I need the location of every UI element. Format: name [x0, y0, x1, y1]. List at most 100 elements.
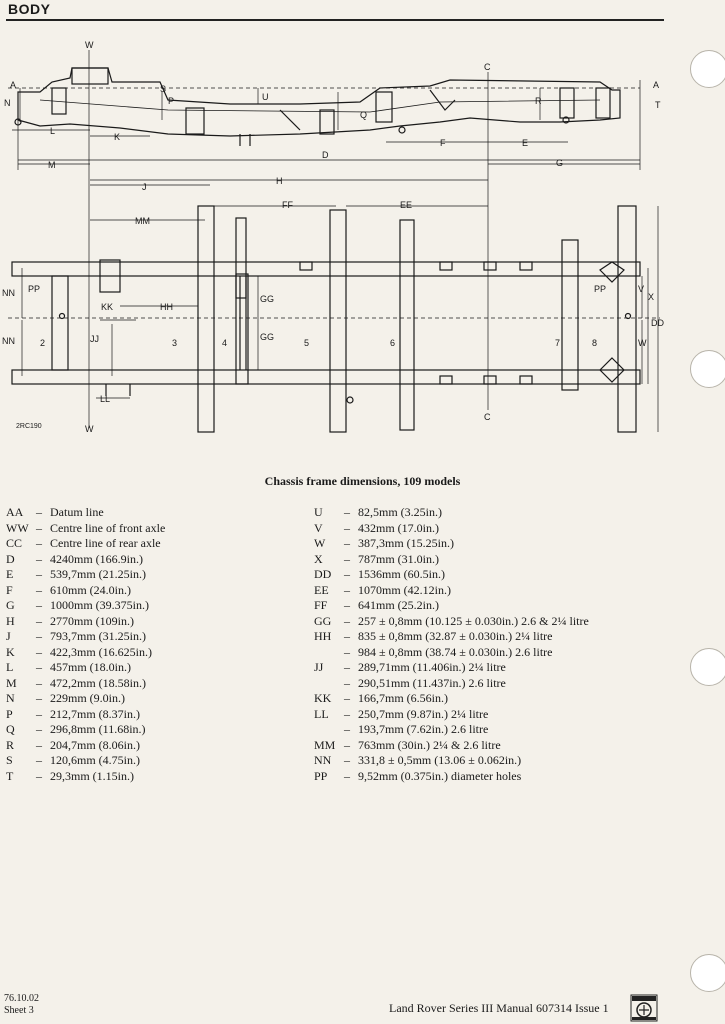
legend-value: 472,2mm (18.58in.) [50, 675, 146, 690]
legend-dash: – [344, 768, 350, 783]
legend-dash: – [36, 722, 42, 736]
legend-code: V [314, 520, 323, 535]
legend-entry: FF–641mm (25.2in.) [314, 598, 589, 614]
legend-dash: – [344, 567, 350, 581]
legend-entry: K–422,3mm (16.625in.) [6, 645, 165, 661]
label-gg-lower: GG [260, 332, 274, 342]
legend-entry: –290,51mm (11.437in.) 2.6 litre [314, 676, 589, 692]
legend-entry: DD–1536mm (60.5in.) [314, 567, 589, 583]
legend-dash: – [36, 536, 42, 550]
legend-code: MM [314, 737, 336, 752]
legend-dash: – [344, 536, 350, 550]
section-title: BODY [8, 1, 51, 17]
legend-code [314, 676, 344, 692]
legend-code: PP [314, 768, 328, 783]
legend-code: D [6, 551, 15, 566]
legend-value: 787mm (31.0in.) [358, 551, 439, 566]
label-member-8: 8 [592, 338, 597, 348]
legend-value: 984 ± 0,8mm (38.74 ± 0.030in.) 2.6 litre [358, 644, 553, 659]
legend-dash: – [36, 753, 42, 767]
label-m: M [48, 160, 56, 170]
side-dimension-lines [8, 50, 641, 238]
legend-value: 610mm (24.0in.) [50, 582, 131, 597]
label-l: L [50, 126, 55, 136]
legend-dash: – [36, 551, 42, 566]
legend-value: 539,7mm (21.25in.) [50, 567, 146, 581]
legend-value: 331,8 ± 0,5mm (13.06 ± 0.062in.) [358, 753, 522, 767]
legend-dash: – [36, 691, 42, 705]
legend-value: 289,71mm (11.406in.) 2¼ litre [358, 660, 506, 674]
legend-code: R [6, 737, 15, 752]
legend-dash: – [36, 706, 42, 721]
legend-value: 835 ± 0,8mm (32.87 ± 0.030in.) 2¼ litre [358, 629, 553, 643]
label-w-right: W [638, 338, 647, 348]
legend-value: 432mm (17.0in.) [358, 520, 439, 535]
plan-view [11, 205, 641, 433]
footer-manual-title: Land Rover Series III Manual 607314 Issu… [389, 1001, 609, 1015]
legend-code: HH [314, 629, 332, 643]
legend-entry: W–387,3mm (15.25in.) [314, 536, 589, 552]
label-f: F [440, 138, 446, 148]
legend-code: NN [314, 753, 332, 767]
legend-entry: AA–Datum line [6, 505, 165, 521]
label-member-7: 7 [555, 338, 560, 348]
label-member-5: 5 [304, 338, 309, 348]
label-dd: DD [651, 318, 664, 328]
legend-value: 793,7mm (31.25in.) [50, 629, 146, 643]
footer-date: 76.10.02 [4, 993, 39, 1004]
legend-entry: F–610mm (24.0in.) [6, 583, 165, 599]
legend-value: 1000mm (39.375in.) [50, 598, 149, 612]
legend-value: 763mm (30in.) 2¼ & 2.6 litre [358, 737, 501, 752]
legend-code [314, 722, 344, 738]
legend-code: LL [314, 706, 329, 721]
legend-value: Datum line [50, 505, 104, 519]
label-nn-lower: NN [2, 336, 15, 346]
label-member-2: 2 [40, 338, 45, 348]
legend-entry: L–457mm (18.0in.) [6, 660, 165, 676]
legend-value: 641mm (25.2in.) [358, 598, 439, 612]
label-p: P [168, 96, 174, 106]
legend-code: AA [6, 505, 24, 519]
legend-entry: –193,7mm (7.62in.) 2.6 litre [314, 722, 589, 738]
legend-value: 2770mm (109in.) [50, 613, 134, 628]
legend-code: EE [314, 582, 329, 597]
legend-code: P [6, 706, 13, 721]
legend-code: W [314, 536, 326, 550]
legend-value: 250,7mm (9.87in.) 2¼ litre [358, 706, 489, 721]
legend-code: GG [314, 613, 332, 628]
binder-hole-middle [690, 648, 725, 686]
legend-value: 296,8mm (11.68in.) [50, 722, 146, 736]
label-ff: FF [282, 200, 293, 210]
legend-dash: – [344, 613, 350, 628]
legend-entry: PP–9,52mm (0.375in.) diameter holes [314, 769, 589, 785]
legend-value: 204,7mm (8.06in.) [50, 737, 140, 752]
legend-dash: – [344, 675, 350, 690]
legend-value: Centre line of front axle [50, 520, 166, 535]
legend-code: K [6, 644, 15, 659]
label-member-3: 3 [172, 338, 177, 348]
legend-code: E [6, 567, 14, 581]
legend-entry: LL–250,7mm (9.87in.) 2¼ litre [314, 707, 589, 723]
side-view [14, 67, 621, 146]
label-g: G [556, 158, 563, 168]
label-w-bottom: W [85, 424, 94, 434]
header-rule [6, 19, 664, 21]
label-j: J [142, 182, 147, 192]
legend-entry: EE–1070mm (42.12in.) [314, 583, 589, 599]
legend-entry: G–1000mm (39.375in.) [6, 598, 165, 614]
legend-dash: – [36, 505, 42, 519]
legend-dash: – [36, 660, 42, 674]
legend-code: X [314, 551, 323, 566]
diagram-labels: W C A A N S P U Q R T L K M D F E G J H … [2, 40, 664, 434]
legend-entry: CC–Centre line of rear axle [6, 536, 165, 552]
label-member-4: 4 [222, 338, 227, 348]
legend-dash: – [36, 644, 42, 659]
legend-entry: X –787mm (31.0in.) [314, 552, 589, 568]
binder-hole-bottom [690, 954, 725, 992]
label-jj: JJ [90, 334, 99, 344]
legend-dash: – [344, 551, 350, 566]
legend-value: 1536mm (60.5in.) [358, 567, 445, 581]
legend-entry: R–204,7mm (8.06in.) [6, 738, 165, 754]
legend-dash: – [36, 629, 42, 643]
